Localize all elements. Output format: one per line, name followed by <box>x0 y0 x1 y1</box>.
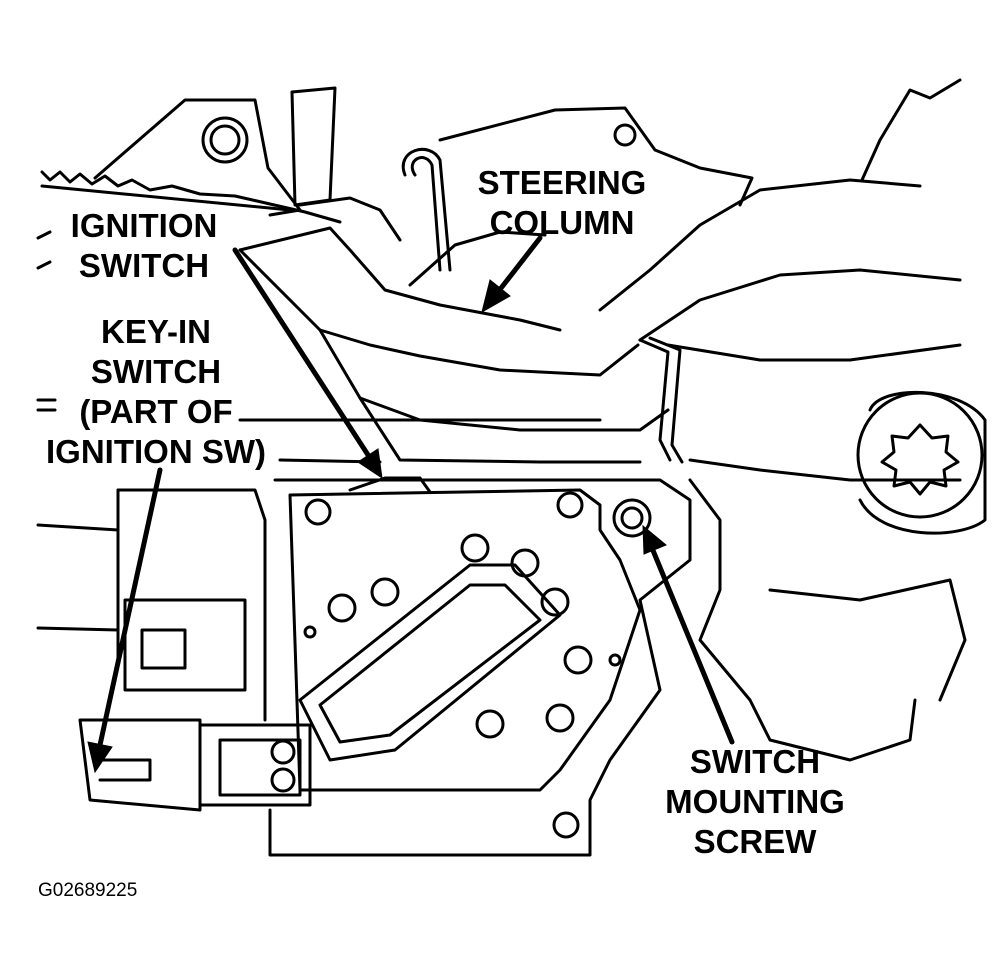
figure-code: G02689225 <box>38 880 138 901</box>
arrow-switch-screw <box>642 524 735 745</box>
label-ignition-switch: IGNITION SWITCH <box>70 207 218 284</box>
label-steering-column: STEERING COLUMN <box>477 164 647 241</box>
ignition-switch-module <box>268 476 692 857</box>
key-in-connector <box>78 488 312 812</box>
steering-shaft-hub <box>856 390 987 535</box>
label-key-in-switch: KEY-IN SWITCH (PART OF IGNITION SW) <box>46 313 266 470</box>
label-switch-mounting-screw: SWITCH MOUNTING SCREW <box>665 743 845 860</box>
arrow-ignition-switch <box>232 247 383 480</box>
dash-edge <box>40 170 342 224</box>
steering-column-body <box>238 78 962 482</box>
wire-harness-loop <box>298 147 452 272</box>
arrow-key-in-switch <box>87 467 163 774</box>
lower-housing <box>688 478 967 762</box>
arrow-steering-column <box>481 235 543 314</box>
retaining-clip <box>638 336 684 464</box>
upper-bracket <box>438 106 754 207</box>
